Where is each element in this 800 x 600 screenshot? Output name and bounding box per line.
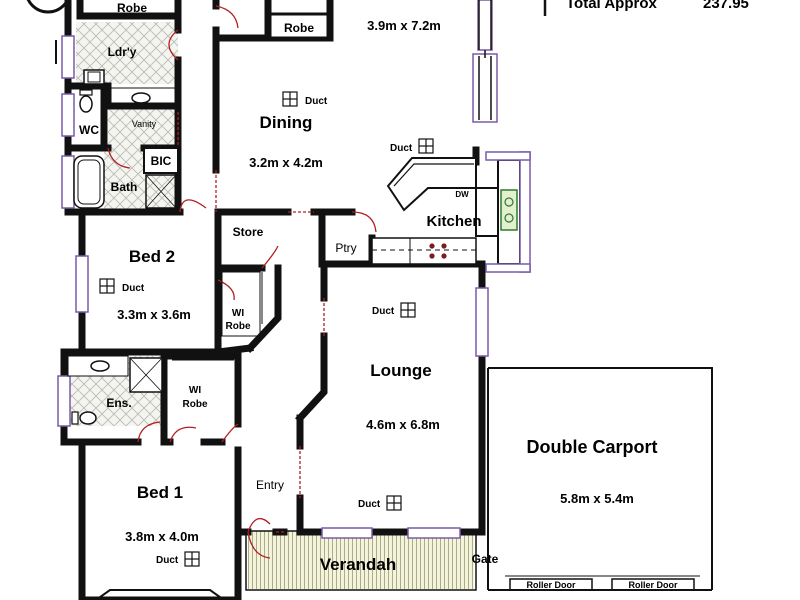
shower-cross [145, 174, 177, 209]
walls [60, 0, 486, 600]
carport-label: Double Carport [526, 437, 657, 457]
vanity-basin-icon [131, 92, 151, 104]
laundry-tub-inner [87, 71, 101, 83]
bed2-label: Bed 2 [129, 247, 175, 266]
sink-icon [500, 189, 518, 231]
laundry-tub-icon [83, 69, 105, 85]
duct-icon [400, 302, 416, 318]
entry-label: Entry [256, 478, 284, 492]
dining-duct-label: Duct [305, 96, 328, 107]
compass-icon [26, 0, 70, 14]
wi-robe-2-label-line2: Robe [183, 399, 208, 410]
kitchen-bench-inner [393, 163, 474, 187]
wi-robe-1-label-line1: WI [232, 308, 244, 319]
ensuite-toilet-cistern [71, 411, 79, 425]
robe-top-label: Robe [284, 21, 314, 35]
store-label: Store [233, 225, 264, 239]
duct-icons [99, 91, 434, 567]
lounge-duct2-label: Duct [358, 499, 381, 510]
door-swings [107, 5, 377, 559]
toilet-icon [79, 95, 93, 113]
duct-icon [418, 138, 434, 154]
verandah-label: Verandah [320, 555, 397, 574]
gate-label: Gate [472, 552, 499, 566]
family-dims: 3.9m x 7.2m [367, 18, 441, 33]
wc-label: WC [79, 123, 99, 137]
duct-icon [282, 91, 298, 107]
duct-icon [99, 278, 115, 294]
bath-tub-icon [73, 155, 105, 209]
dining-dims: 3.2m x 4.2m [249, 155, 323, 170]
cooktop-icon [429, 243, 447, 259]
verandah-deck [248, 531, 474, 589]
lounge-dims: 4.6m x 6.8m [366, 417, 440, 432]
vanity-tiles [108, 108, 178, 148]
bed2-dims: 3.3m x 3.6m [117, 307, 191, 322]
sink-bowl2-icon [504, 213, 514, 223]
ensuite-label: Ens. [106, 396, 131, 410]
bed1-duct-label: Duct [156, 555, 179, 566]
wi-robe-1-shelf [221, 271, 261, 337]
cooktop-bench [371, 237, 477, 265]
bic-label: BIC [151, 154, 172, 168]
bed2-duct-label: Duct [122, 283, 145, 294]
ensuite-basin-icon [90, 360, 110, 372]
ensuite-shower-cross [129, 357, 163, 393]
shower-base-icon [145, 174, 177, 209]
duct-icon [184, 551, 200, 567]
bic-cupboard [143, 147, 179, 174]
kitchen-window-bottom [485, 263, 531, 273]
kitchen-label: Kitchen [426, 213, 481, 230]
kitchen-window-right [519, 151, 531, 273]
total-label: Total Approx [566, 0, 657, 12]
vanity-label: Vanity [132, 119, 157, 129]
carport-dims: 5.8m x 5.4m [560, 491, 634, 506]
pantry-label: Ptry [335, 241, 356, 255]
lounge-label: Lounge [370, 361, 431, 380]
kitchen-duct-label: Duct [390, 143, 413, 154]
robe-top-left-label: Robe [117, 1, 147, 15]
toilet-cistern-icon [79, 89, 93, 96]
bed1-label: Bed 1 [137, 483, 183, 502]
wi-robe-2-label-line1: WI [189, 385, 201, 396]
vanity-counter [107, 87, 179, 107]
bed1-dims: 3.8m x 4.0m [125, 529, 199, 544]
laundry-label: Ldr'y [108, 45, 137, 59]
total-value: 237.95 [703, 0, 749, 12]
dw-label: DW [455, 190, 469, 199]
bed1-bay [95, 589, 225, 600]
sink-bowl-icon [504, 197, 514, 207]
bath-label: Bath [111, 180, 138, 194]
ensuite-toilet-icon [79, 411, 97, 425]
dining-label: Dining [260, 113, 313, 132]
wi-robe-1-label-line2: Robe [226, 321, 251, 332]
roller-door-2-label: Roller Door [628, 580, 678, 590]
roller-door-1-label: Roller Door [526, 580, 576, 590]
kitchen-window-top [485, 151, 531, 161]
duct-icon [386, 495, 402, 511]
lounge-duct-label: Duct [372, 306, 395, 317]
bath-tub-inner [77, 159, 101, 205]
robe-top-label-box [268, 12, 330, 40]
carport-outline [487, 367, 713, 590]
openings [177, 112, 325, 533]
family-slider-marks [478, 0, 492, 120]
bath-tiles [104, 148, 144, 210]
